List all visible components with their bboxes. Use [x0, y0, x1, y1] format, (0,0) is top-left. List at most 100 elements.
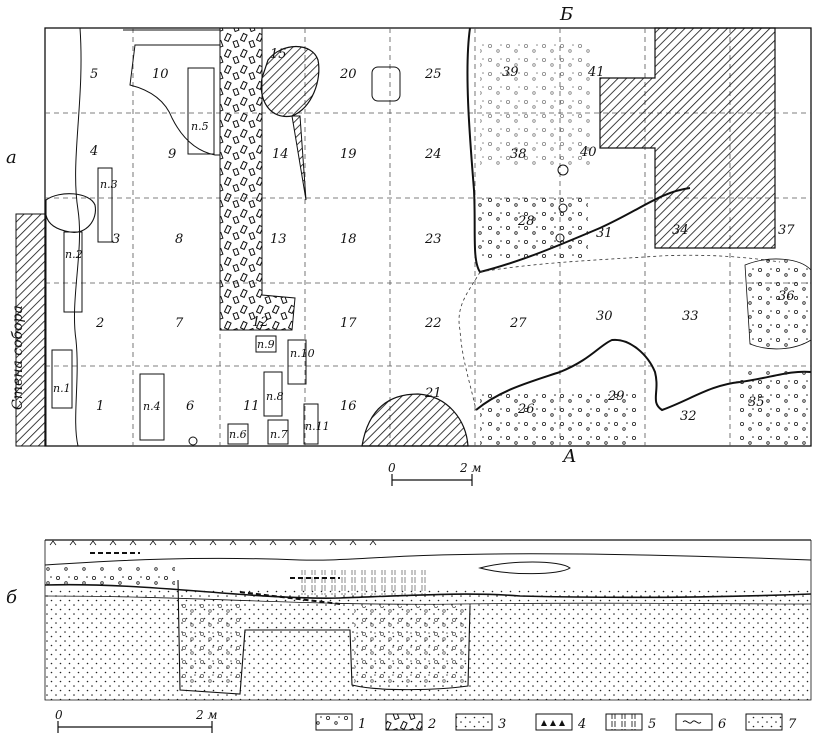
- dashed-boundary: [458, 271, 481, 411]
- pit-rect-1: [51, 349, 73, 409]
- legend-swatch-7: [745, 713, 783, 731]
- panel-b-label: б: [6, 587, 18, 608]
- pebble-area-26: [480, 390, 640, 445]
- wall-label: Стена собора: [10, 305, 26, 410]
- square-label-31: 31: [596, 226, 613, 241]
- pit-label-p1: п.1: [53, 382, 71, 395]
- pit-rect-10: [287, 339, 307, 385]
- brick-rubble-strip: [219, 27, 296, 331]
- pebble-area-39: [480, 40, 590, 170]
- pit-rect-7: [267, 419, 289, 445]
- square-label-41: 41: [587, 65, 605, 80]
- square-label-2: 2: [95, 316, 104, 331]
- pebble-layer: [45, 566, 175, 586]
- stone-cluster-36: [744, 258, 812, 350]
- sod-marks: [49, 540, 377, 546]
- plan-scale-end: 2 м: [459, 461, 481, 475]
- square-label-40: 40: [579, 145, 597, 160]
- wall-trench-contour: [73, 27, 82, 447]
- plan-a: [15, 27, 812, 447]
- section-frame: [44, 540, 812, 701]
- plan-scale-zero: 0: [388, 461, 396, 475]
- pit-label-p3: п.3: [100, 178, 118, 191]
- pit-rect-11: [303, 403, 319, 445]
- square-label-10: 10: [152, 67, 169, 82]
- legend-swatch-6: [675, 713, 713, 731]
- stone-object-20: [371, 66, 401, 102]
- square-label-8: 8: [175, 232, 183, 247]
- square-label-20: 20: [339, 67, 357, 82]
- post-hole: [188, 436, 198, 446]
- layer-boundary-2: [44, 583, 812, 599]
- square-label-23: 23: [424, 232, 442, 247]
- square-label-11: 11: [243, 399, 260, 414]
- square-label-34: 34: [672, 223, 689, 238]
- pebble-area-35: [740, 370, 810, 445]
- pit-rect-5: [187, 67, 215, 155]
- section-pit-fill-2: [354, 606, 466, 684]
- plan-scale-bar: 0 2 м: [388, 461, 481, 486]
- section-pit-1: [177, 579, 471, 695]
- pit-rect-2: [63, 231, 83, 313]
- square-label-5: 5: [90, 67, 98, 82]
- hatched-pit-15: [260, 46, 320, 118]
- section-dashes: [90, 552, 341, 605]
- hatched-block-34: [599, 27, 776, 249]
- square-label-6: 6: [186, 399, 194, 414]
- pit-label-p2: п.2: [65, 248, 83, 261]
- square-label-27: 27: [509, 316, 527, 331]
- legend-label-7: 7: [788, 717, 797, 732]
- pit-label-p7: п.7: [270, 428, 288, 441]
- dashed-boundary-2: [479, 254, 781, 273]
- pit-label-p11: п.11: [305, 420, 330, 433]
- pebble-area-28: [478, 198, 588, 258]
- square-label-33: 33: [682, 309, 699, 324]
- square-label-28: 28: [517, 214, 535, 229]
- square-label-22: 22: [424, 316, 442, 331]
- legend-label-2: 2: [427, 717, 436, 732]
- legend-swatch-5: [605, 713, 643, 731]
- square-label-18: 18: [340, 232, 357, 247]
- square-label-15: 15: [270, 47, 287, 62]
- section-top-label: Б: [559, 4, 573, 25]
- square-label-25: 25: [424, 67, 442, 82]
- pit-label-p8: п.8: [266, 390, 284, 403]
- legend-swatch-4: [535, 713, 573, 731]
- section-bottom-label: А: [561, 446, 577, 467]
- vline-layer: [300, 570, 430, 595]
- square-label-13: 13: [270, 232, 287, 247]
- legend-label-6: 6: [718, 717, 726, 732]
- square-label-1: 1: [96, 399, 104, 414]
- pit-rect-3: [97, 167, 113, 243]
- pit-rect-8: [263, 371, 283, 417]
- square-label-38: 38: [510, 147, 527, 162]
- square-label-39: 39: [502, 65, 519, 80]
- square-label-35: 35: [748, 395, 765, 410]
- post-hole: [557, 164, 569, 176]
- cathedral-wall: [15, 213, 47, 447]
- square-label-37: 37: [778, 223, 795, 238]
- square-label-4: 4: [89, 144, 98, 159]
- square-label-36: 36: [778, 289, 795, 304]
- pit-label-p5: п.5: [191, 120, 209, 133]
- section-scale-end: 2 м: [195, 708, 217, 722]
- hatched-wedge: [291, 115, 307, 201]
- square-label-3: 3: [112, 232, 120, 247]
- hatched-pit-21: [361, 393, 469, 447]
- square-label-17: 17: [340, 316, 357, 331]
- pit-rect-6: [227, 423, 249, 445]
- section-pit-fill-1: [182, 600, 240, 688]
- pit-rect-9: [255, 335, 277, 353]
- square-label-21: 21: [424, 386, 442, 401]
- square-label-14: 14: [272, 147, 289, 162]
- layer-boundary-1: [44, 553, 812, 566]
- section-scale-bar: 0 2 м: [55, 708, 217, 733]
- pit-label-p4: п.4: [143, 400, 161, 413]
- legend-swatch-2: [385, 713, 423, 731]
- legend-swatch-3: [455, 713, 493, 731]
- square-label-30: 30: [596, 309, 613, 324]
